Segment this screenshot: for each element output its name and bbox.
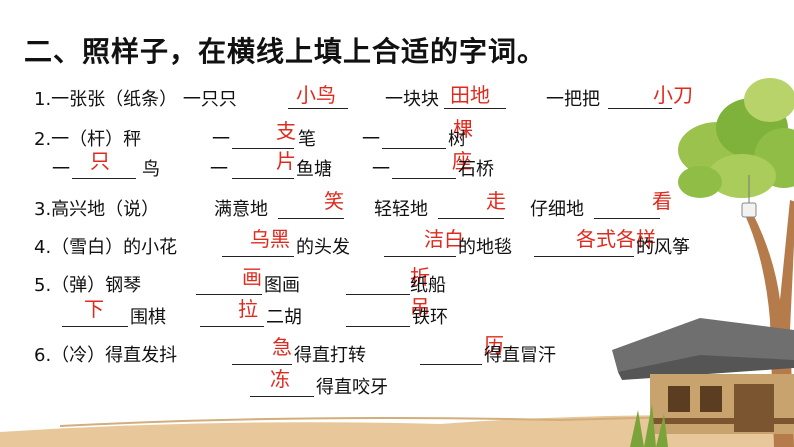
q4-blank-1	[222, 256, 294, 257]
q2-answer-1: 支	[276, 119, 296, 143]
q3-answer-3: 看	[652, 189, 672, 213]
q5-blank-3	[62, 326, 128, 327]
q5-blank-2	[346, 294, 410, 295]
q1-blank-1	[288, 108, 348, 109]
q2-word-1: 笔	[298, 129, 316, 150]
q3-lead: 3.高兴地（说）	[34, 199, 160, 220]
q6-text-2: 得直冒汗	[484, 345, 556, 366]
q5-answer-1: 画	[242, 265, 262, 289]
q5-lead: 5.（弹）钢琴	[34, 275, 142, 296]
q5-blank-1	[196, 294, 262, 295]
q1-answer-2: 田地	[450, 83, 490, 107]
q5-answer-4: 拉	[238, 297, 258, 321]
q2-blank-2	[382, 148, 446, 149]
ground-edge	[59, 413, 794, 427]
q1-blank-3	[608, 108, 672, 109]
q3-blank-3	[594, 218, 660, 219]
q5-text-3: 围棋	[130, 307, 166, 328]
q3-answer-2: 走	[486, 189, 506, 213]
q2-word-5: 石桥	[458, 159, 494, 180]
q6-text-3: 得直咬牙	[316, 377, 388, 398]
q2-prefix-4: 一	[210, 159, 228, 180]
q1-answer-3: 小刀	[653, 83, 693, 107]
q3-blank-1	[278, 218, 344, 219]
q2-answer-5: 座	[452, 149, 472, 173]
q6-answer-3: 冻	[270, 367, 290, 391]
q5-text-1: 图画	[264, 275, 300, 296]
q3-text-1: 满意地	[214, 199, 268, 220]
q6-blank-3	[250, 396, 314, 397]
ground-shape	[0, 415, 794, 447]
q3-text-3: 仔细地	[530, 199, 584, 220]
q2-prefix-1: 一	[212, 129, 230, 150]
house	[612, 318, 794, 434]
q6-blank-1	[232, 364, 292, 365]
lamp	[741, 202, 757, 218]
q2-prefix-3: 一	[52, 159, 70, 180]
q5-answer-2: 折	[410, 265, 430, 289]
q6-blank-2	[420, 364, 482, 365]
q2-answer-2: 棵	[453, 117, 473, 141]
q3-answer-1: 笑	[324, 189, 344, 213]
page-title: 二、照样子，在横线上填上合适的字词。	[24, 35, 547, 68]
q3-blank-2	[438, 218, 504, 219]
q4-answer-2: 洁白	[424, 227, 464, 251]
q3-text-2: 轻轻地	[374, 199, 428, 220]
q4-blank-3	[534, 256, 634, 257]
q6-lead: 6.（冷）得直发抖	[34, 345, 178, 366]
q4-lead: 4.（雪白）的小花	[34, 237, 178, 258]
q1-answer-1: 小鸟	[296, 83, 336, 107]
q6-answer-2: 历	[484, 333, 504, 357]
q2-answer-4: 片	[276, 149, 296, 173]
q5-answer-5: 吊	[410, 295, 430, 319]
q4-text-3: 的风筝	[636, 237, 690, 258]
q2-blank-4	[232, 178, 294, 179]
tree-foliage	[678, 78, 794, 198]
q4-text-2: 的地毯	[458, 237, 512, 258]
q5-text-2: 纸船	[410, 275, 446, 296]
q1-text-3: 一把把	[546, 89, 600, 110]
q1-lead: 1.一张张（纸条） 一只只	[34, 89, 237, 110]
grass	[630, 404, 668, 447]
q2-blank-1	[232, 148, 294, 149]
q2-word-2: 树	[448, 129, 466, 150]
q2-prefix-5: 一	[372, 159, 390, 180]
q4-answer-3: 各式各样	[576, 227, 656, 251]
q1-text-2: 一块块	[385, 89, 439, 110]
q5-answer-3: 下	[84, 297, 104, 321]
q2-answer-3: 只	[90, 149, 110, 173]
q2-word-3: 鸟	[142, 159, 160, 180]
q5-blank-5	[346, 326, 410, 327]
q2-word-4: 鱼塘	[296, 159, 332, 180]
q5-blank-4	[200, 326, 264, 327]
q2-blank-3	[72, 178, 136, 179]
q1-blank-2	[444, 108, 506, 109]
q6-text-1: 得直打转	[294, 345, 366, 366]
q4-text-1: 的头发	[296, 237, 350, 258]
q4-answer-1: 乌黑	[250, 227, 290, 251]
q5-text-5: 铁环	[412, 307, 448, 328]
q6-answer-1: 急	[272, 335, 292, 359]
q2-prefix-2: 一	[362, 129, 380, 150]
q5-text-4: 二胡	[266, 307, 302, 328]
q2-blank-5	[392, 178, 456, 179]
q2-lead: 2.一（杆）秤	[34, 129, 142, 150]
q4-blank-2	[384, 256, 456, 257]
